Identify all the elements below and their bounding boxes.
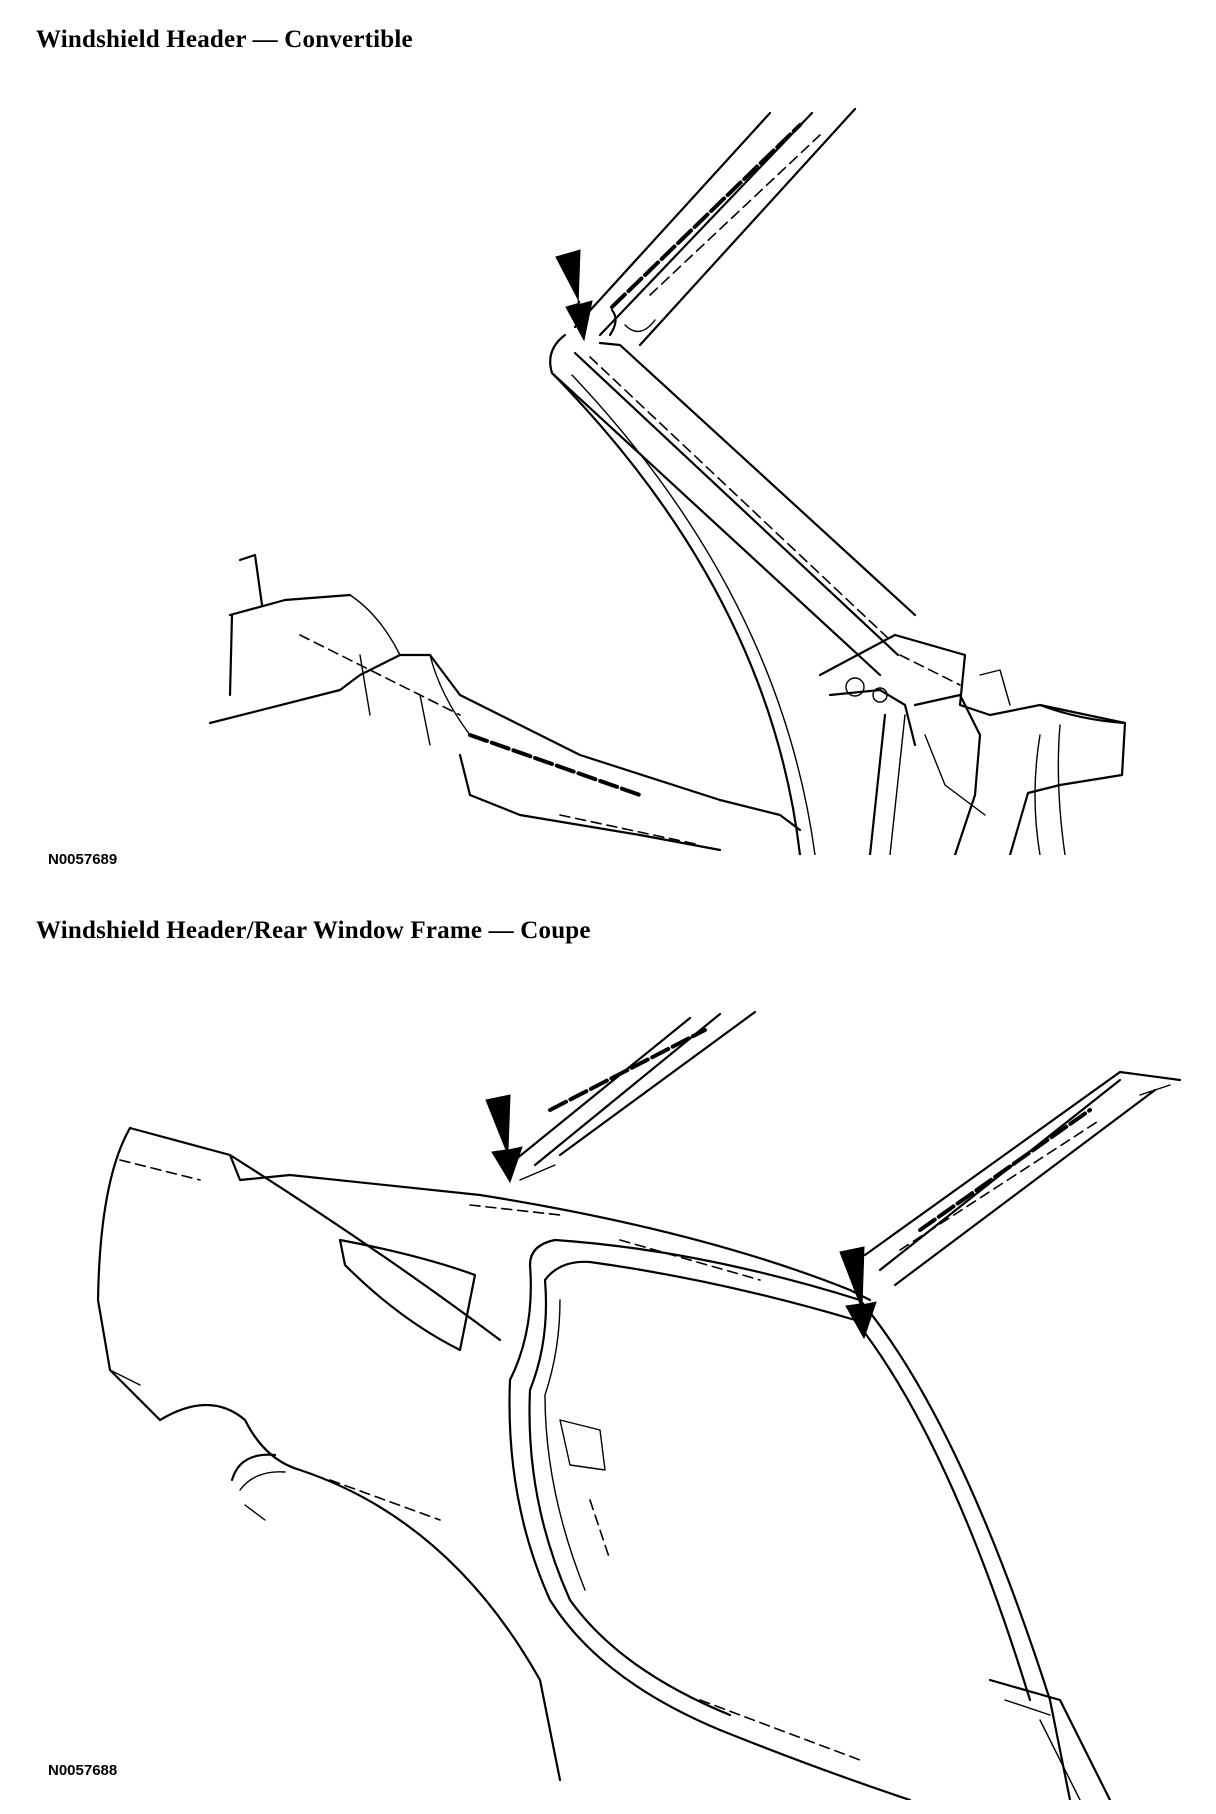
windshield-header-rail [863, 1070, 1182, 1287]
a-pillar [549, 308, 917, 855]
door-opening [508, 1238, 1081, 1800]
figure-2-id: N0057688 [48, 1762, 118, 1779]
figure-1-title: Windshield Header — Convertible [36, 26, 413, 53]
convertible-windshield-header-drawing [208, 107, 1127, 855]
cowl-hinge-pillar [818, 633, 1127, 855]
coupe-windshield-header-rear-window-frame-drawing [96, 1010, 1182, 1800]
callout-arrow-icon [839, 1246, 877, 1340]
callout-arrow-icon [555, 249, 593, 342]
figure-1-id: N0057689 [48, 851, 118, 868]
figure-2-title: Windshield Header/Rear Window Frame — Co… [36, 917, 591, 944]
rocker-sill [208, 553, 802, 852]
callout-arrow-icon [485, 1094, 523, 1184]
lower-body [988, 1678, 1112, 1800]
header-rail [573, 107, 857, 347]
roof-rail [513, 1010, 757, 1181]
quarter-panel [96, 1126, 872, 1782]
